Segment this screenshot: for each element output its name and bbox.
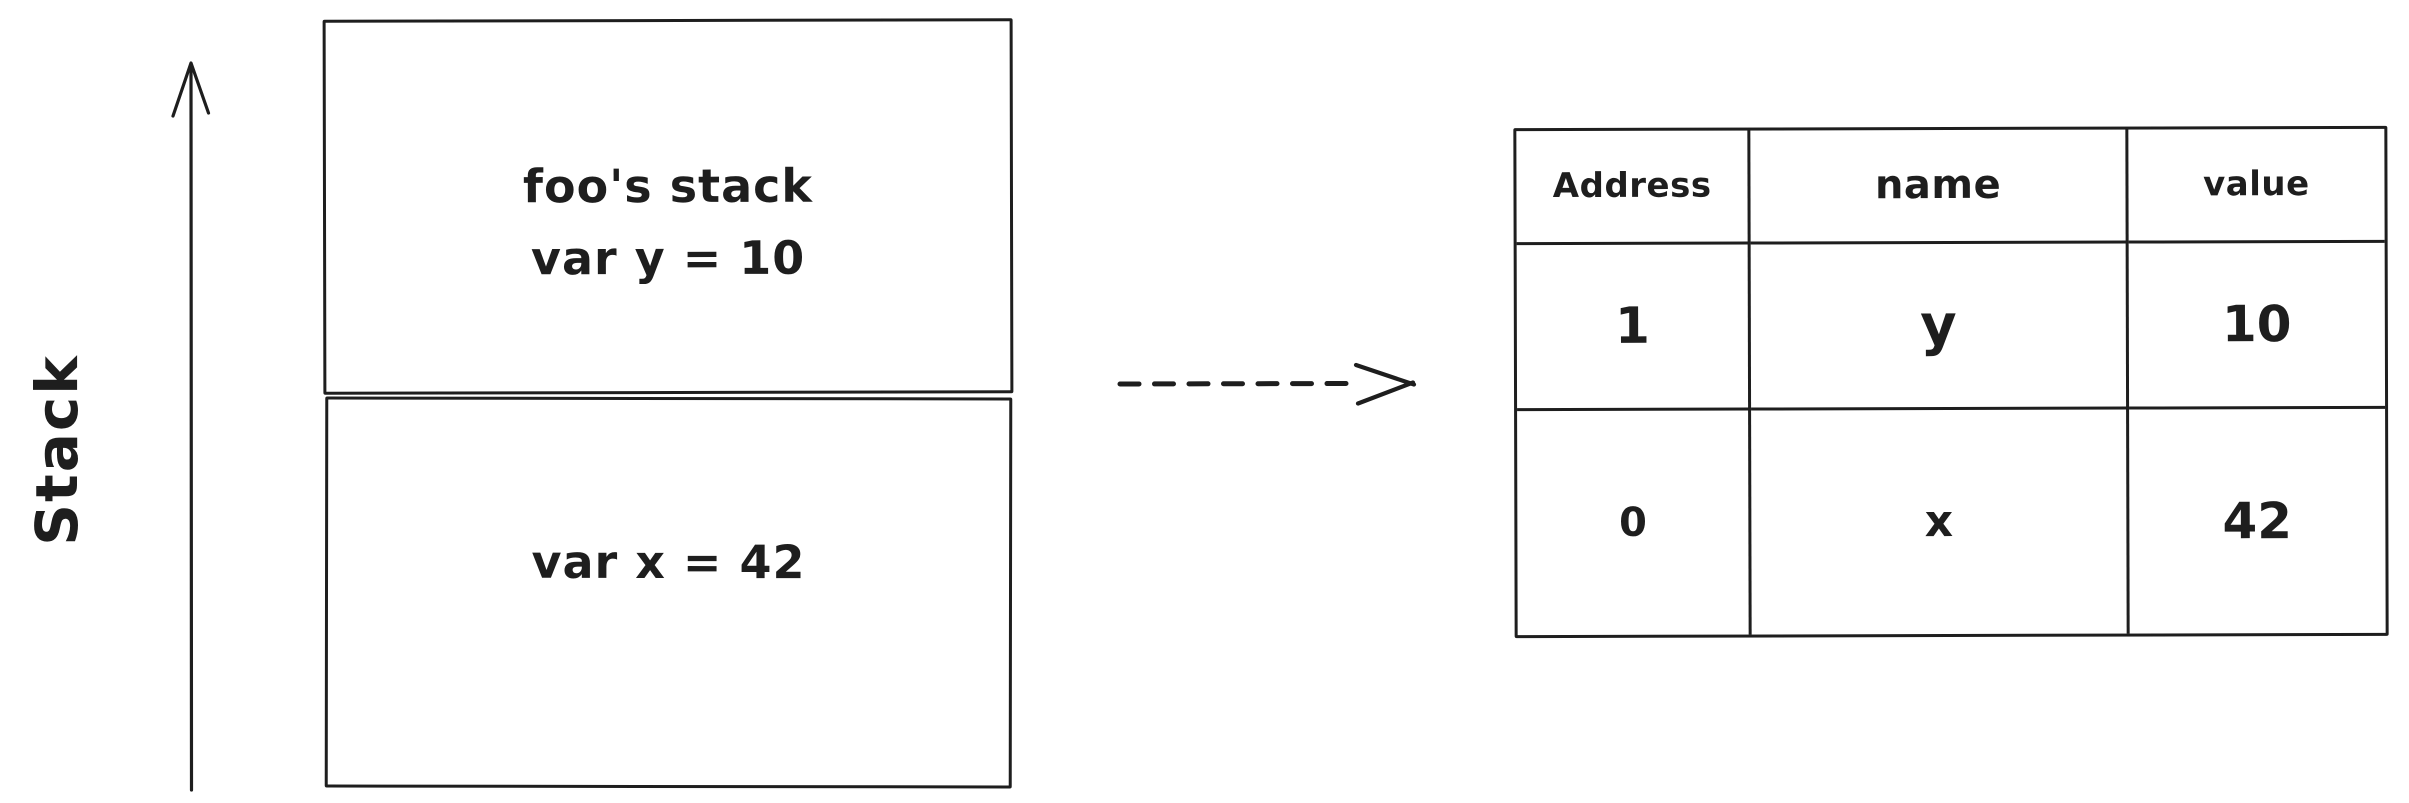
stack-growth-up-arrow-icon xyxy=(171,61,211,792)
cell-row1-name: y xyxy=(1751,243,2129,411)
memory-table: Address name value 1 y 10 0 x 42 xyxy=(1513,125,2389,639)
stack-frame-bottom: var x = 42 xyxy=(324,396,1013,789)
frame-text-line-1: foo's stack xyxy=(522,158,813,214)
header-cell-value: value xyxy=(2128,128,2385,244)
stack-frame-foo-text: foo's stack var y = 10 xyxy=(523,151,813,294)
header-cell-name: name xyxy=(1750,129,2129,245)
cell-row2-name: x xyxy=(1751,409,2130,635)
frame-text-line-1: var x = 42 xyxy=(531,534,806,590)
cell-row2-address: 0 xyxy=(1517,410,1753,636)
header-cell-address: Address xyxy=(1516,130,1752,245)
cell-row1-value: 10 xyxy=(2128,242,2386,410)
cell-row2-value: 42 xyxy=(2222,491,2293,551)
frame-text-line-2: var y = 10 xyxy=(530,230,806,285)
transform-dashed-right-arrow-icon xyxy=(1117,362,1417,406)
stack-frame-bottom-text: var x = 42 xyxy=(531,527,806,599)
cell-row1-address: 1 xyxy=(1516,244,1752,411)
stack-axis-label: Stack xyxy=(23,354,91,546)
stack-frame-foo: foo's stack var y = 10 xyxy=(322,18,1014,395)
